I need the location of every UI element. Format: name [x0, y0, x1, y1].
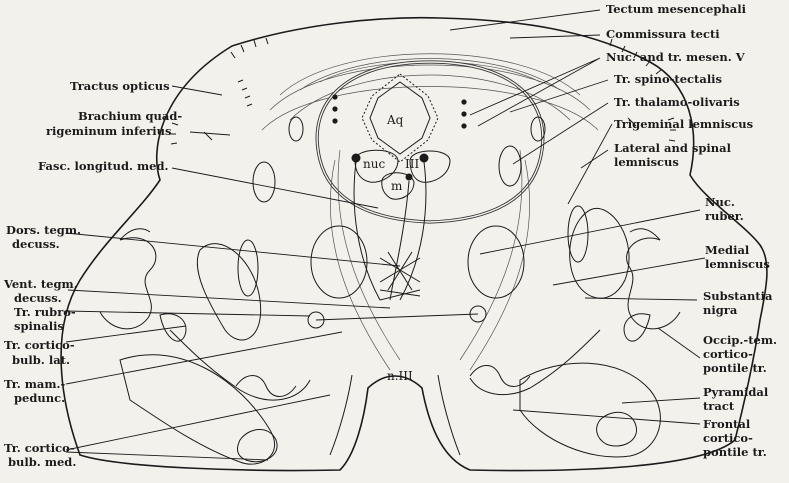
right-labels: Tectum mesencephali Commissura tecti Nuc…	[606, 2, 777, 459]
aqueduct-label: Aq	[386, 113, 404, 127]
label-brachium-1: Brachium quad-	[78, 109, 182, 123]
label-frontal-1: Frontal	[703, 417, 751, 431]
label-rubro-2: spinalis	[14, 319, 64, 333]
nuc-label: nuc	[363, 157, 385, 171]
label-nuc-mesen: Nuc. and tr. mesen. V	[606, 50, 746, 64]
label-mam-2: pedunc.	[14, 391, 65, 405]
oculomotor-nucleus: nuc III m	[352, 150, 451, 300]
label-occip-1: Occip.-tem.	[703, 333, 777, 347]
label-tractus-opticus: Tractus opticus	[70, 79, 170, 93]
label-spino-tectalis: Tr. spino-tectalis	[614, 72, 722, 86]
label-frontal-2: cortico-	[703, 431, 753, 445]
label-pyramidal-1: Pyramidal	[703, 385, 769, 399]
label-lateral-spinal-1: Lateral and spinal	[614, 141, 732, 155]
label-vent-tegm-1: Vent. tegm.	[3, 277, 78, 291]
label-substantia-nigra-1: Substantia	[703, 289, 773, 303]
medial-lemniscus	[197, 208, 629, 340]
label-cortico-med-1: Tr. cortico-	[4, 441, 75, 455]
m-label: m	[391, 179, 403, 193]
label-tectum: Tectum mesencephali	[606, 2, 747, 16]
label-occip-2: cortico-	[703, 347, 753, 361]
label-medial-lemniscus-2: lemniscus	[705, 257, 770, 271]
leader-lines	[66, 10, 705, 460]
label-lateral-spinal-2: lemniscus	[614, 155, 679, 169]
label-frontal-3: pontile tr.	[703, 445, 767, 459]
label-cortico-med-2: bulb. med.	[8, 455, 76, 469]
label-fasc-longitud: Fasc. longitud. med.	[38, 159, 169, 173]
label-nuc-ruber-2: ruber.	[705, 209, 744, 223]
label-substantia-nigra-2: nigra	[703, 303, 738, 317]
label-commissura: Commissura tecti	[606, 27, 720, 41]
label-cortico-lat-1: Tr. cortico-	[4, 338, 75, 352]
label-dors-tegm-1: Dors. tegm.	[6, 223, 81, 237]
label-occip-3: pontile tr.	[703, 361, 767, 375]
label-mam-1: Tr. mam.-	[4, 377, 66, 391]
label-dors-tegm-2: decuss.	[12, 237, 60, 251]
roman-three-label: III	[405, 157, 419, 171]
left-labels: Tractus opticus Brachium quad- rigeminum…	[3, 79, 182, 469]
label-brachium-2: rigeminum inferius	[46, 124, 171, 138]
label-nuc-ruber-1: Nuc.	[705, 195, 735, 209]
optic-tract-hatching	[238, 80, 252, 106]
label-cortico-lat-2: bulb. lat.	[12, 353, 70, 367]
central-gray-loop	[317, 62, 543, 370]
nuc-ruber	[311, 226, 524, 298]
label-rubro-1: Tr. rubro-	[14, 305, 76, 319]
label-thalamo-olivaris: Tr. thalamo-olivaris	[614, 95, 740, 109]
label-trigeminal-lemniscus: Trigeminal lemniscus	[614, 117, 753, 131]
label-vent-tegm-2: decuss.	[14, 291, 62, 305]
n-three-label: n.III	[387, 369, 413, 383]
tegmental-decussations	[380, 252, 420, 300]
label-pyramidal-2: tract	[703, 399, 735, 413]
label-medial-lemniscus-1: Medial	[705, 243, 750, 257]
